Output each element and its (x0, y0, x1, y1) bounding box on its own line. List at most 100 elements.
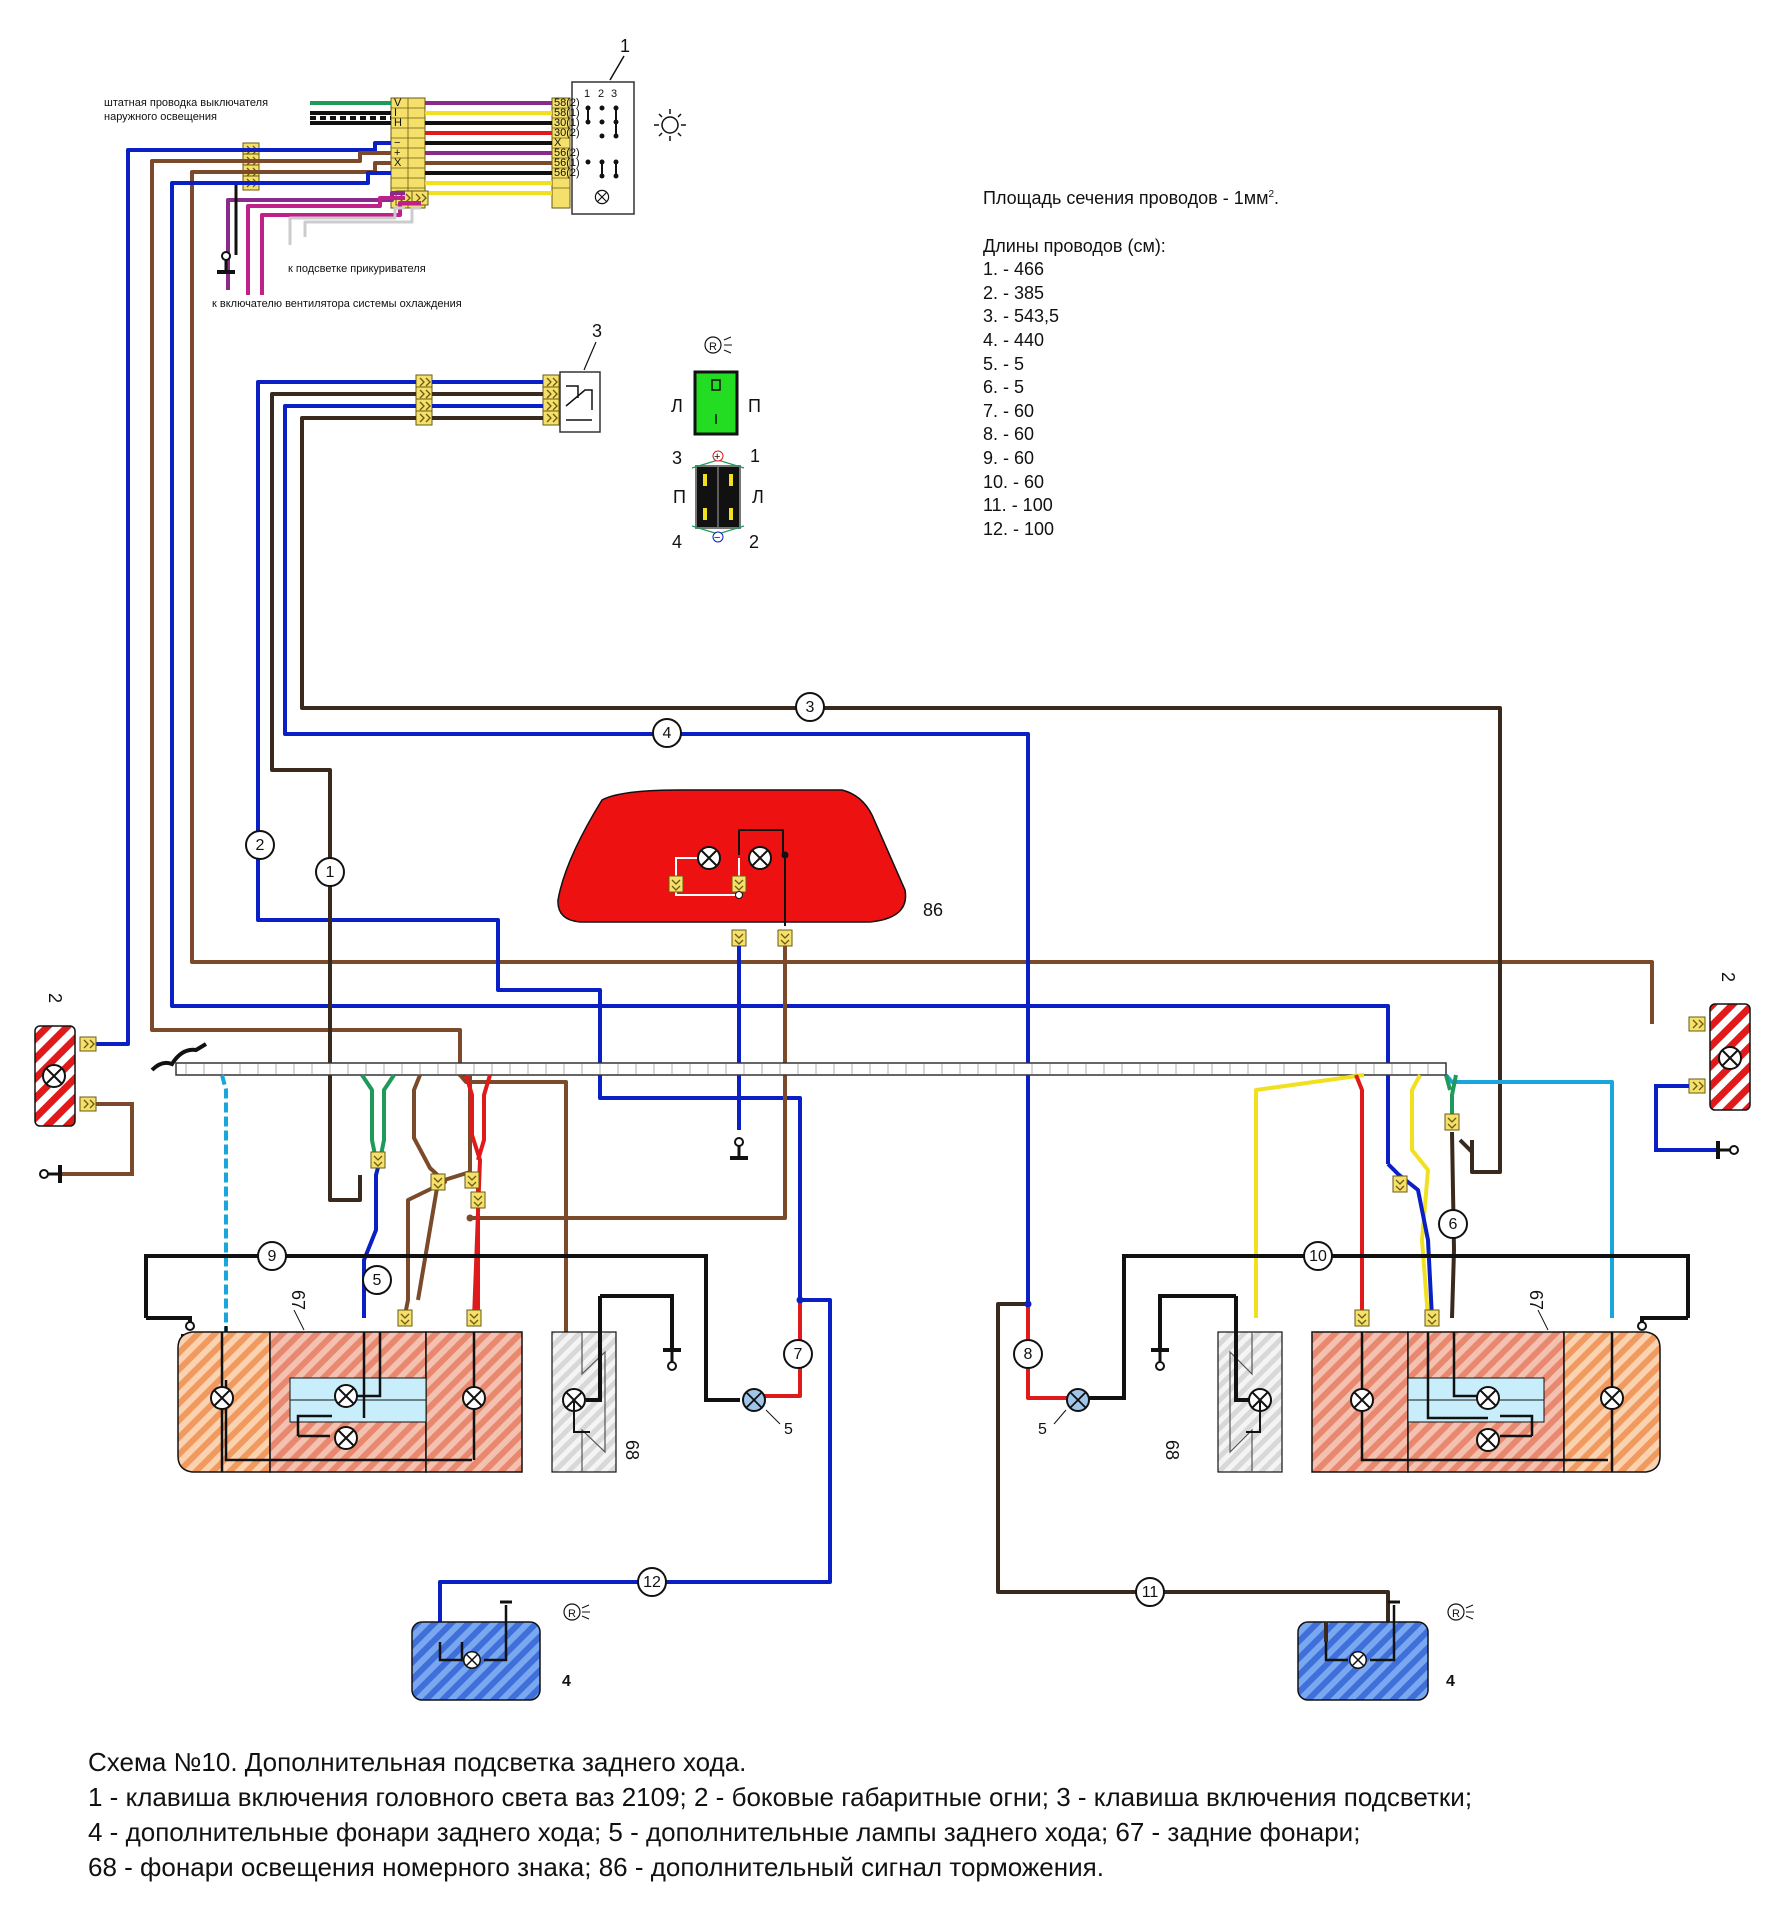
terminal-label: 56(1) (554, 157, 580, 169)
wire-marker-10 (1303, 1241, 1333, 1271)
connector (430, 1173, 446, 1191)
switch-1-number: 1 (620, 36, 630, 56)
pin-left-label: П (673, 487, 686, 507)
terminal-label: X (394, 157, 402, 169)
wire-marker-label: 9 (268, 1248, 277, 1265)
ground-icon (215, 250, 237, 274)
wire-marker-9 (257, 1241, 287, 1271)
plate-light-68-right: 68 (1149, 1294, 1283, 1473)
wire-brown-left (150, 151, 472, 1077)
section-area-note: Площадь сечения проводов - 1мм2. (983, 188, 1280, 208)
switch-1-connector-block: VIH−+X 58(2)58(1)30(1)30(2)X56(2)56(1)56… (390, 97, 580, 209)
terminal-label: − (394, 137, 400, 149)
connector (370, 1151, 386, 1169)
svg-text:R: R (1452, 1608, 1460, 1620)
terminal-label: 30(2) (554, 127, 580, 139)
to-fan-label: к включателю вентилятора системы охлажде… (212, 298, 462, 310)
wire-marker-6 (1438, 1209, 1468, 1239)
wire-length-item: 2. - 385 (983, 282, 1045, 303)
stock-wiring-label-1: штатная проводка выключателя (104, 97, 268, 109)
side-marker-right: 2 (1688, 972, 1751, 1111)
svg-text:2: 2 (598, 88, 604, 100)
wire-length-item: 4. - 440 (983, 329, 1045, 350)
switch-3-mid-connectors (415, 374, 433, 426)
trunk-harness (150, 1042, 1447, 1076)
wire-marker-1 (315, 857, 345, 887)
wire-length-item: 12. - 100 (983, 518, 1055, 539)
headlight-switch-1: 1 2 3 1 (551, 36, 635, 215)
svg-text:R: R (568, 1608, 576, 1620)
caption-line-1: 1 - клавиша включения головного света ва… (88, 1782, 1473, 1812)
terminal-label: 56(2) (554, 167, 580, 179)
wire-marker-5 (362, 1265, 392, 1295)
wire-9 (144, 1254, 740, 1402)
connector (470, 1191, 486, 1209)
ground-icon (661, 1348, 683, 1372)
taillight-left-label: 67 (288, 1290, 308, 1310)
extra-reverse-lamp-5-right: 5 (1038, 1388, 1090, 1438)
wire-11 (996, 1302, 1390, 1642)
wire-brown-right-side (190, 161, 1654, 1024)
wire-length-item: 1. - 466 (983, 259, 1045, 280)
wire-1 (270, 392, 416, 1202)
terminal-label: 58(2) (554, 97, 580, 109)
reverse-light-4-right: 4 R (1297, 1600, 1474, 1701)
caption-line-2: 4 - дополнительные фонари заднего хода; … (88, 1817, 1361, 1847)
svg-text:−: − (714, 532, 720, 544)
wire-length-item: 5. - 5 (983, 353, 1025, 374)
connector (464, 1171, 480, 1189)
wire-8 (1026, 1304, 1074, 1400)
ground-icon (1716, 1139, 1740, 1161)
reverse-light-4-left: 4 R (411, 1600, 590, 1701)
rocker-key-icon: R Л П (671, 336, 761, 436)
wire-marker-label: 5 (373, 1272, 382, 1289)
taillight-67-left: 67 (177, 1290, 523, 1473)
pin-2-label: 2 (749, 532, 759, 552)
wire-length-item: 6. - 5 (983, 377, 1025, 398)
reverse-right-label: 4 (1446, 1673, 1455, 1690)
svg-text:R: R (709, 341, 717, 353)
side-marker-left: 2 (34, 993, 97, 1127)
wire-length-item: 8. - 60 (983, 424, 1035, 445)
wire-marker-label: 4 (663, 725, 672, 742)
terminal-label: 30(1) (554, 117, 580, 129)
plate-right-label: 68 (1162, 1440, 1182, 1460)
stock-wiring-label-2: наружного освещения (104, 111, 217, 123)
wire-7 (754, 1300, 802, 1398)
wire-marker-label: 8 (1024, 1346, 1033, 1363)
wire-marker-11 (1135, 1577, 1165, 1607)
switch-1-harness (310, 101, 552, 195)
terminal-label: + (394, 147, 400, 159)
wire-3 (300, 416, 1502, 1174)
lamp-5-left-label: 5 (784, 1421, 793, 1438)
rocker-pinout: + − 3 1 П Л 4 2 (672, 446, 764, 552)
terminal-label: V (394, 97, 402, 109)
wire-marker-label: 2 (256, 837, 265, 854)
wire-10 (1088, 1254, 1690, 1400)
side-marker-left-label: 2 (45, 993, 65, 1003)
svg-text:3: 3 (611, 88, 617, 100)
lamp-5-right-label: 5 (1038, 1421, 1047, 1438)
connector (1444, 1113, 1460, 1131)
side-marker-right-label: 2 (1718, 972, 1738, 982)
wire-marker-4 (652, 718, 682, 748)
wire-length-item: 3. - 543,5 (983, 306, 1060, 327)
brake-light-label: 86 (923, 900, 943, 920)
wire-right-yellow (1254, 1073, 1365, 1318)
wire-length-item: 10. - 60 (983, 471, 1045, 492)
backlight-switch-3: 3 (542, 321, 602, 433)
wire-length-item: 7. - 60 (983, 400, 1035, 421)
ground-icon (728, 1136, 750, 1160)
plate-light-68-left: 68 (551, 1294, 683, 1473)
svg-text:1: 1 (584, 88, 590, 100)
wire-12 (438, 1298, 832, 1642)
wire-right-red (1354, 1074, 1364, 1318)
connector (1392, 1175, 1408, 1193)
wire-marker-label: 10 (1309, 1248, 1327, 1265)
wire-marker-12 (637, 1567, 667, 1597)
taillight-67-right: 67 (1311, 1290, 1661, 1473)
terminal-label: H (394, 117, 402, 129)
reverse-left-label: 4 (562, 1673, 571, 1690)
